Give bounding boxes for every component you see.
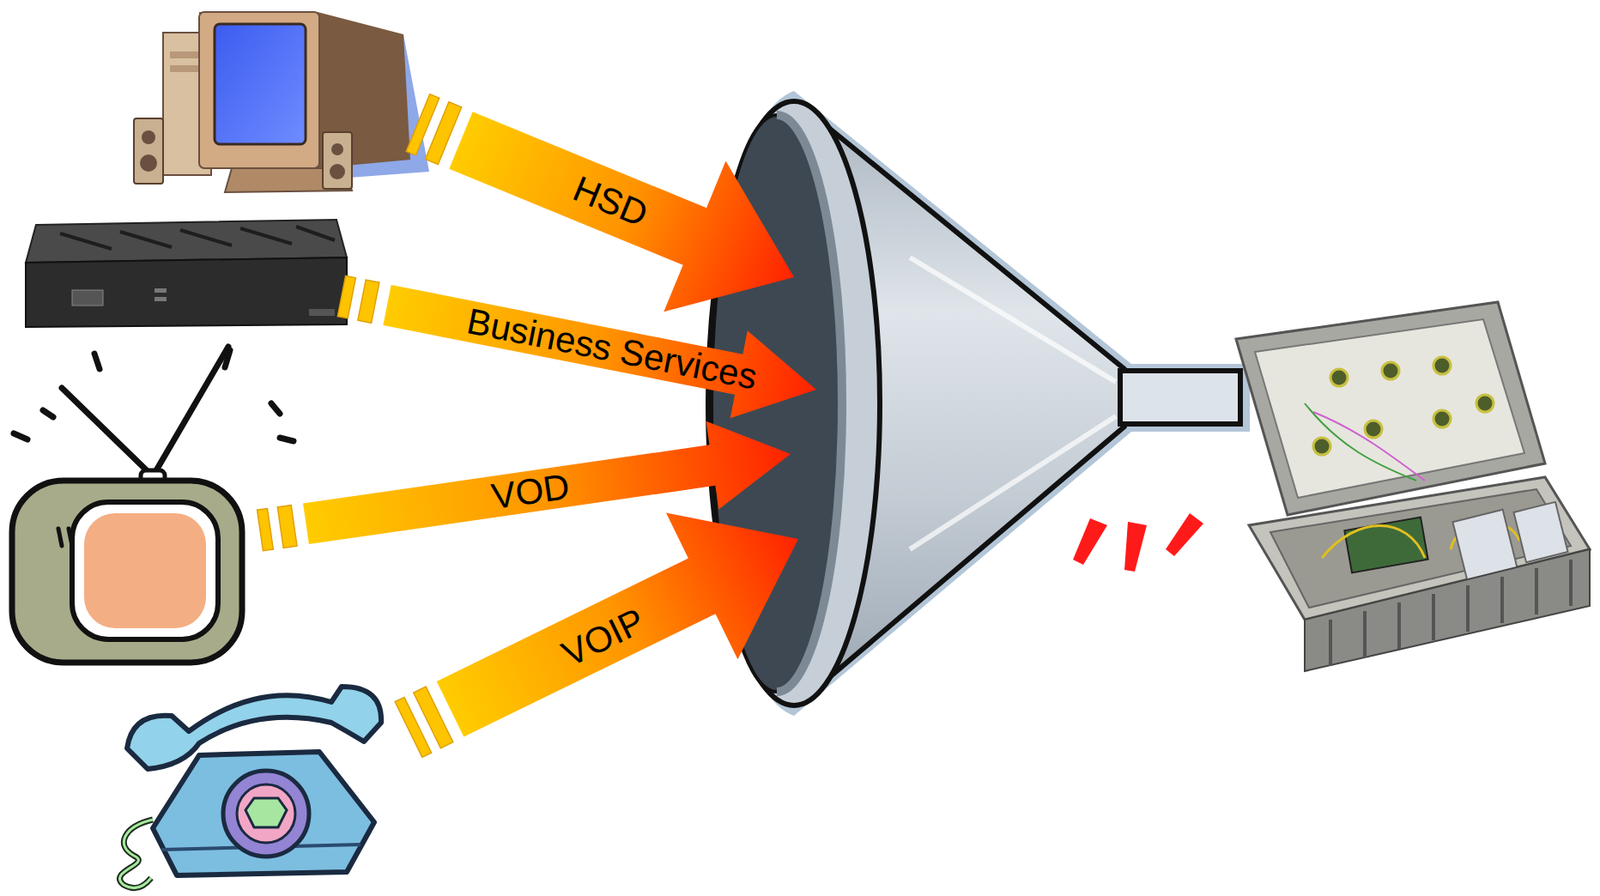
amplifier-device-part xyxy=(1321,526,1425,559)
arrow-body xyxy=(378,260,825,434)
computer-icon-part xyxy=(322,132,352,189)
arrow-label: HSD xyxy=(568,170,653,234)
computer-icon-part xyxy=(139,154,158,172)
amplifier-device-part-part xyxy=(1534,568,1539,615)
funnel-part xyxy=(909,257,1116,550)
television-icon-part-part xyxy=(13,433,28,440)
amplifier-device-part-part xyxy=(1500,576,1504,624)
telephone-icon-part xyxy=(119,819,153,889)
television-icon-part-part xyxy=(94,353,100,370)
service-arrow xyxy=(333,252,825,434)
amplifier-device-part-part xyxy=(1328,619,1333,667)
telephone-icon-part xyxy=(152,751,375,876)
amplifier-device-part-part xyxy=(1433,410,1451,428)
arrow-body xyxy=(414,466,835,783)
computer-icon-part xyxy=(141,130,156,145)
amplifier-device-part-part xyxy=(1433,357,1451,375)
telephone-icon-part xyxy=(119,819,153,889)
television-icon xyxy=(12,346,294,663)
amplifier-device-part-part xyxy=(1330,369,1348,387)
television-icon-part-part xyxy=(58,528,62,546)
funnel-part-part xyxy=(909,257,1116,382)
amplifier-device xyxy=(1236,302,1590,672)
television-icon-part-part xyxy=(68,528,73,546)
amplifier-device-part xyxy=(1313,412,1425,481)
funnel-part-part xyxy=(909,416,1116,550)
set-top-box-icon-part xyxy=(309,309,335,316)
amplifier-device-part-part xyxy=(1381,362,1400,380)
television-icon-part xyxy=(12,480,243,663)
telephone-icon-part xyxy=(127,686,382,770)
set-top-box-icon-part xyxy=(25,257,347,328)
amplifier-device-part-part xyxy=(1431,593,1436,641)
set-top-box-icon xyxy=(25,219,347,328)
computer-icon-part xyxy=(133,118,164,184)
set-top-box-icon-part xyxy=(60,226,335,249)
arrow-label: VOD xyxy=(489,468,572,516)
telephone-icon-part xyxy=(245,798,287,828)
arrow-dash xyxy=(257,509,274,552)
amplifier-device-part xyxy=(1254,319,1525,498)
amplifier-device-part xyxy=(1304,549,1590,672)
signal-marks xyxy=(1072,513,1204,572)
funnel xyxy=(708,90,1250,716)
amplifier-device-part xyxy=(1330,559,1571,667)
arrow-dash xyxy=(357,279,380,323)
amplifier-device-part-part xyxy=(1476,394,1494,413)
amplifier-device-part-part xyxy=(1364,420,1382,438)
arrow-dash xyxy=(277,505,297,549)
television-icon-part xyxy=(13,346,294,477)
set-top-box-icon-part-part xyxy=(120,231,172,248)
amplifier-device-part-part xyxy=(1363,611,1367,658)
computer-icon-part xyxy=(329,163,346,180)
funnel-part xyxy=(708,90,1250,716)
arrow-label: VOIP xyxy=(557,602,651,673)
telephone-icon xyxy=(119,686,382,889)
set-top-box-icon-part xyxy=(25,219,347,263)
computer-icon-part xyxy=(199,12,411,169)
amplifier-device-part-part xyxy=(1466,585,1470,632)
amplifier-device-part-part xyxy=(1397,602,1401,649)
signal-marks-part xyxy=(1072,518,1108,565)
set-top-box-icon-part xyxy=(154,288,167,293)
service-arrows xyxy=(254,47,835,803)
television-icon-part xyxy=(72,502,219,640)
computer-icon xyxy=(133,12,430,193)
television-icon-part-part xyxy=(224,350,231,368)
computer-icon-part xyxy=(199,12,320,169)
amplifier-device-part xyxy=(1236,302,1546,516)
television-icon-part-part xyxy=(42,410,54,418)
computer-icon-part xyxy=(331,143,344,156)
computer-icon-part xyxy=(214,24,306,145)
amplifier-device-part-part xyxy=(1313,437,1331,455)
arrow-dash xyxy=(337,275,356,318)
arrow-label: Business Services xyxy=(464,303,761,396)
television-icon-part xyxy=(58,528,73,546)
service-arrow xyxy=(372,466,834,804)
television-icon-part xyxy=(84,513,207,629)
signal-marks-part xyxy=(1124,521,1147,572)
television-icon-part-part xyxy=(279,437,294,442)
amplifier-device-part-part xyxy=(1569,559,1573,607)
set-top-box-icon-part-part xyxy=(240,228,292,244)
set-top-box-icon-part xyxy=(72,290,104,306)
set-top-box-icon-part-part xyxy=(296,226,335,241)
set-top-box-icon-part xyxy=(154,296,167,302)
amplifier-device-part xyxy=(1513,502,1568,563)
set-top-box-icon-part-part xyxy=(180,230,232,246)
signal-marks-part xyxy=(1165,513,1204,557)
funnel-part xyxy=(1120,370,1241,425)
television-icon-part-part xyxy=(271,403,280,414)
set-top-box-icon-part-part xyxy=(60,233,112,249)
telephone-icon-part xyxy=(223,770,310,857)
television-icon-part-part xyxy=(61,387,153,477)
funnel-part xyxy=(776,115,843,692)
telephone-icon-part xyxy=(236,784,296,843)
television-icon-part-part xyxy=(152,346,229,477)
